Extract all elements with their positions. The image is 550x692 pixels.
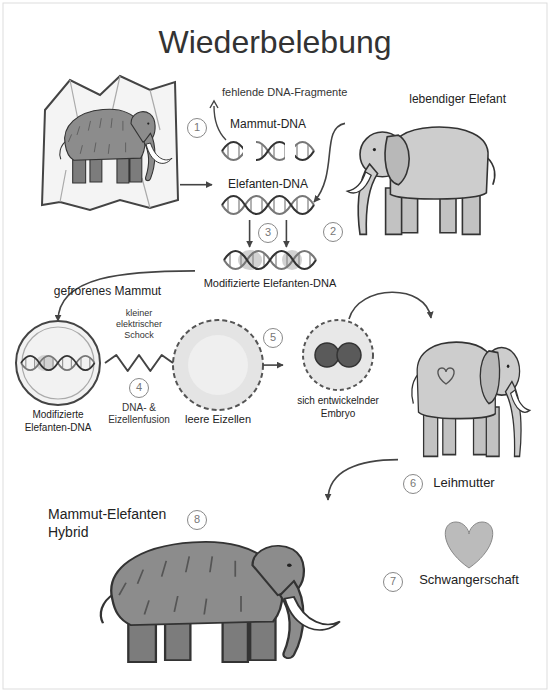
embryo-nucleus [315, 343, 339, 367]
illustrated-step: Leihmutter [398, 318, 530, 495]
annotation-label: fehlende DNA-Fragmente [222, 86, 347, 99]
embryo-cell [303, 320, 373, 390]
surrogate-elephant [412, 342, 530, 456]
dna-gap [243, 140, 256, 162]
step-caption: sich entwickelnder Embryo [283, 395, 393, 420]
page-frame [3, 3, 547, 689]
callout-number: 7 [383, 572, 403, 592]
flow-arrow [314, 123, 345, 202]
step-caption: leere Eizellen [173, 413, 263, 427]
step-caption: Elefanten-DNA [222, 177, 314, 192]
callout-number: 6 [403, 474, 423, 494]
ice-block [42, 76, 178, 210]
illustrated-step: Modifizierte Elefanten-DNA [195, 247, 345, 300]
step-caption: Modifizierte Elefanten-DNA [11, 409, 105, 434]
modified-dna [224, 251, 316, 269]
annotation-label: DNA- & Eizellenfusion [99, 402, 179, 426]
step-caption: lebendiger Elefant [345, 92, 510, 107]
callout-number: 5 [263, 328, 283, 348]
pregnancy-heart [445, 522, 492, 568]
embryo-nucleus [337, 343, 361, 367]
illustrated-step: Elefanten-DNA [222, 175, 314, 220]
step-caption: Modifizierte Elefanten-DNA [195, 277, 345, 291]
illustrated-step: Schwangerschaft [408, 518, 530, 593]
callout-number: 1 [187, 118, 207, 138]
egg-cell [173, 320, 263, 410]
illustrated-step: Mammut-DNA [212, 115, 324, 165]
step-caption: Schwangerschaft [408, 572, 530, 588]
elephant-dna [222, 196, 314, 214]
dna-gap [285, 140, 295, 162]
annotation-label: kleiner elektrischer Schock [105, 308, 173, 340]
step-caption: gefrorenes Mammut [35, 284, 180, 299]
fragment-leader [214, 106, 226, 140]
step-caption: Mammut-Elefanten Hybrid [40, 506, 180, 541]
illustrated-step: Modifizierte Elefanten-DNA [11, 321, 105, 441]
electric-shock [105, 355, 173, 371]
illustrated-step: sich entwickelnder Embryo [283, 319, 393, 424]
callout-number: 2 [323, 222, 343, 242]
hybrid-mammoth [101, 542, 340, 662]
small-heart [438, 368, 454, 384]
callout-number: 8 [187, 510, 207, 530]
step-caption: Mammut-DNA [212, 117, 324, 132]
flow-arrow [263, 364, 283, 366]
living-elephant [347, 127, 495, 234]
illustrated-step: leere Eizellen [173, 320, 263, 430]
dna-circle-ring [22, 327, 94, 399]
diagram-title: Wiederbelebung [0, 24, 550, 61]
mammoth-dna [222, 142, 314, 160]
dna-circle [16, 321, 100, 405]
flow-arrow [249, 220, 251, 247]
fragment-leader-head [210, 101, 218, 108]
illustrated-step: gefrorenes Mammut [35, 72, 180, 302]
flow-arrow [349, 292, 431, 319]
frozen-mammoth [60, 109, 172, 183]
egg-cell-inner [188, 335, 248, 395]
callout-number: 3 [258, 223, 278, 243]
flow-arrow [180, 184, 212, 186]
flow-arrow [286, 220, 288, 247]
modified-dna [21, 356, 95, 370]
callout-number: 4 [129, 378, 149, 398]
illustrated-step: lebendiger Elefant [345, 88, 510, 265]
flow-arrow [328, 460, 398, 500]
